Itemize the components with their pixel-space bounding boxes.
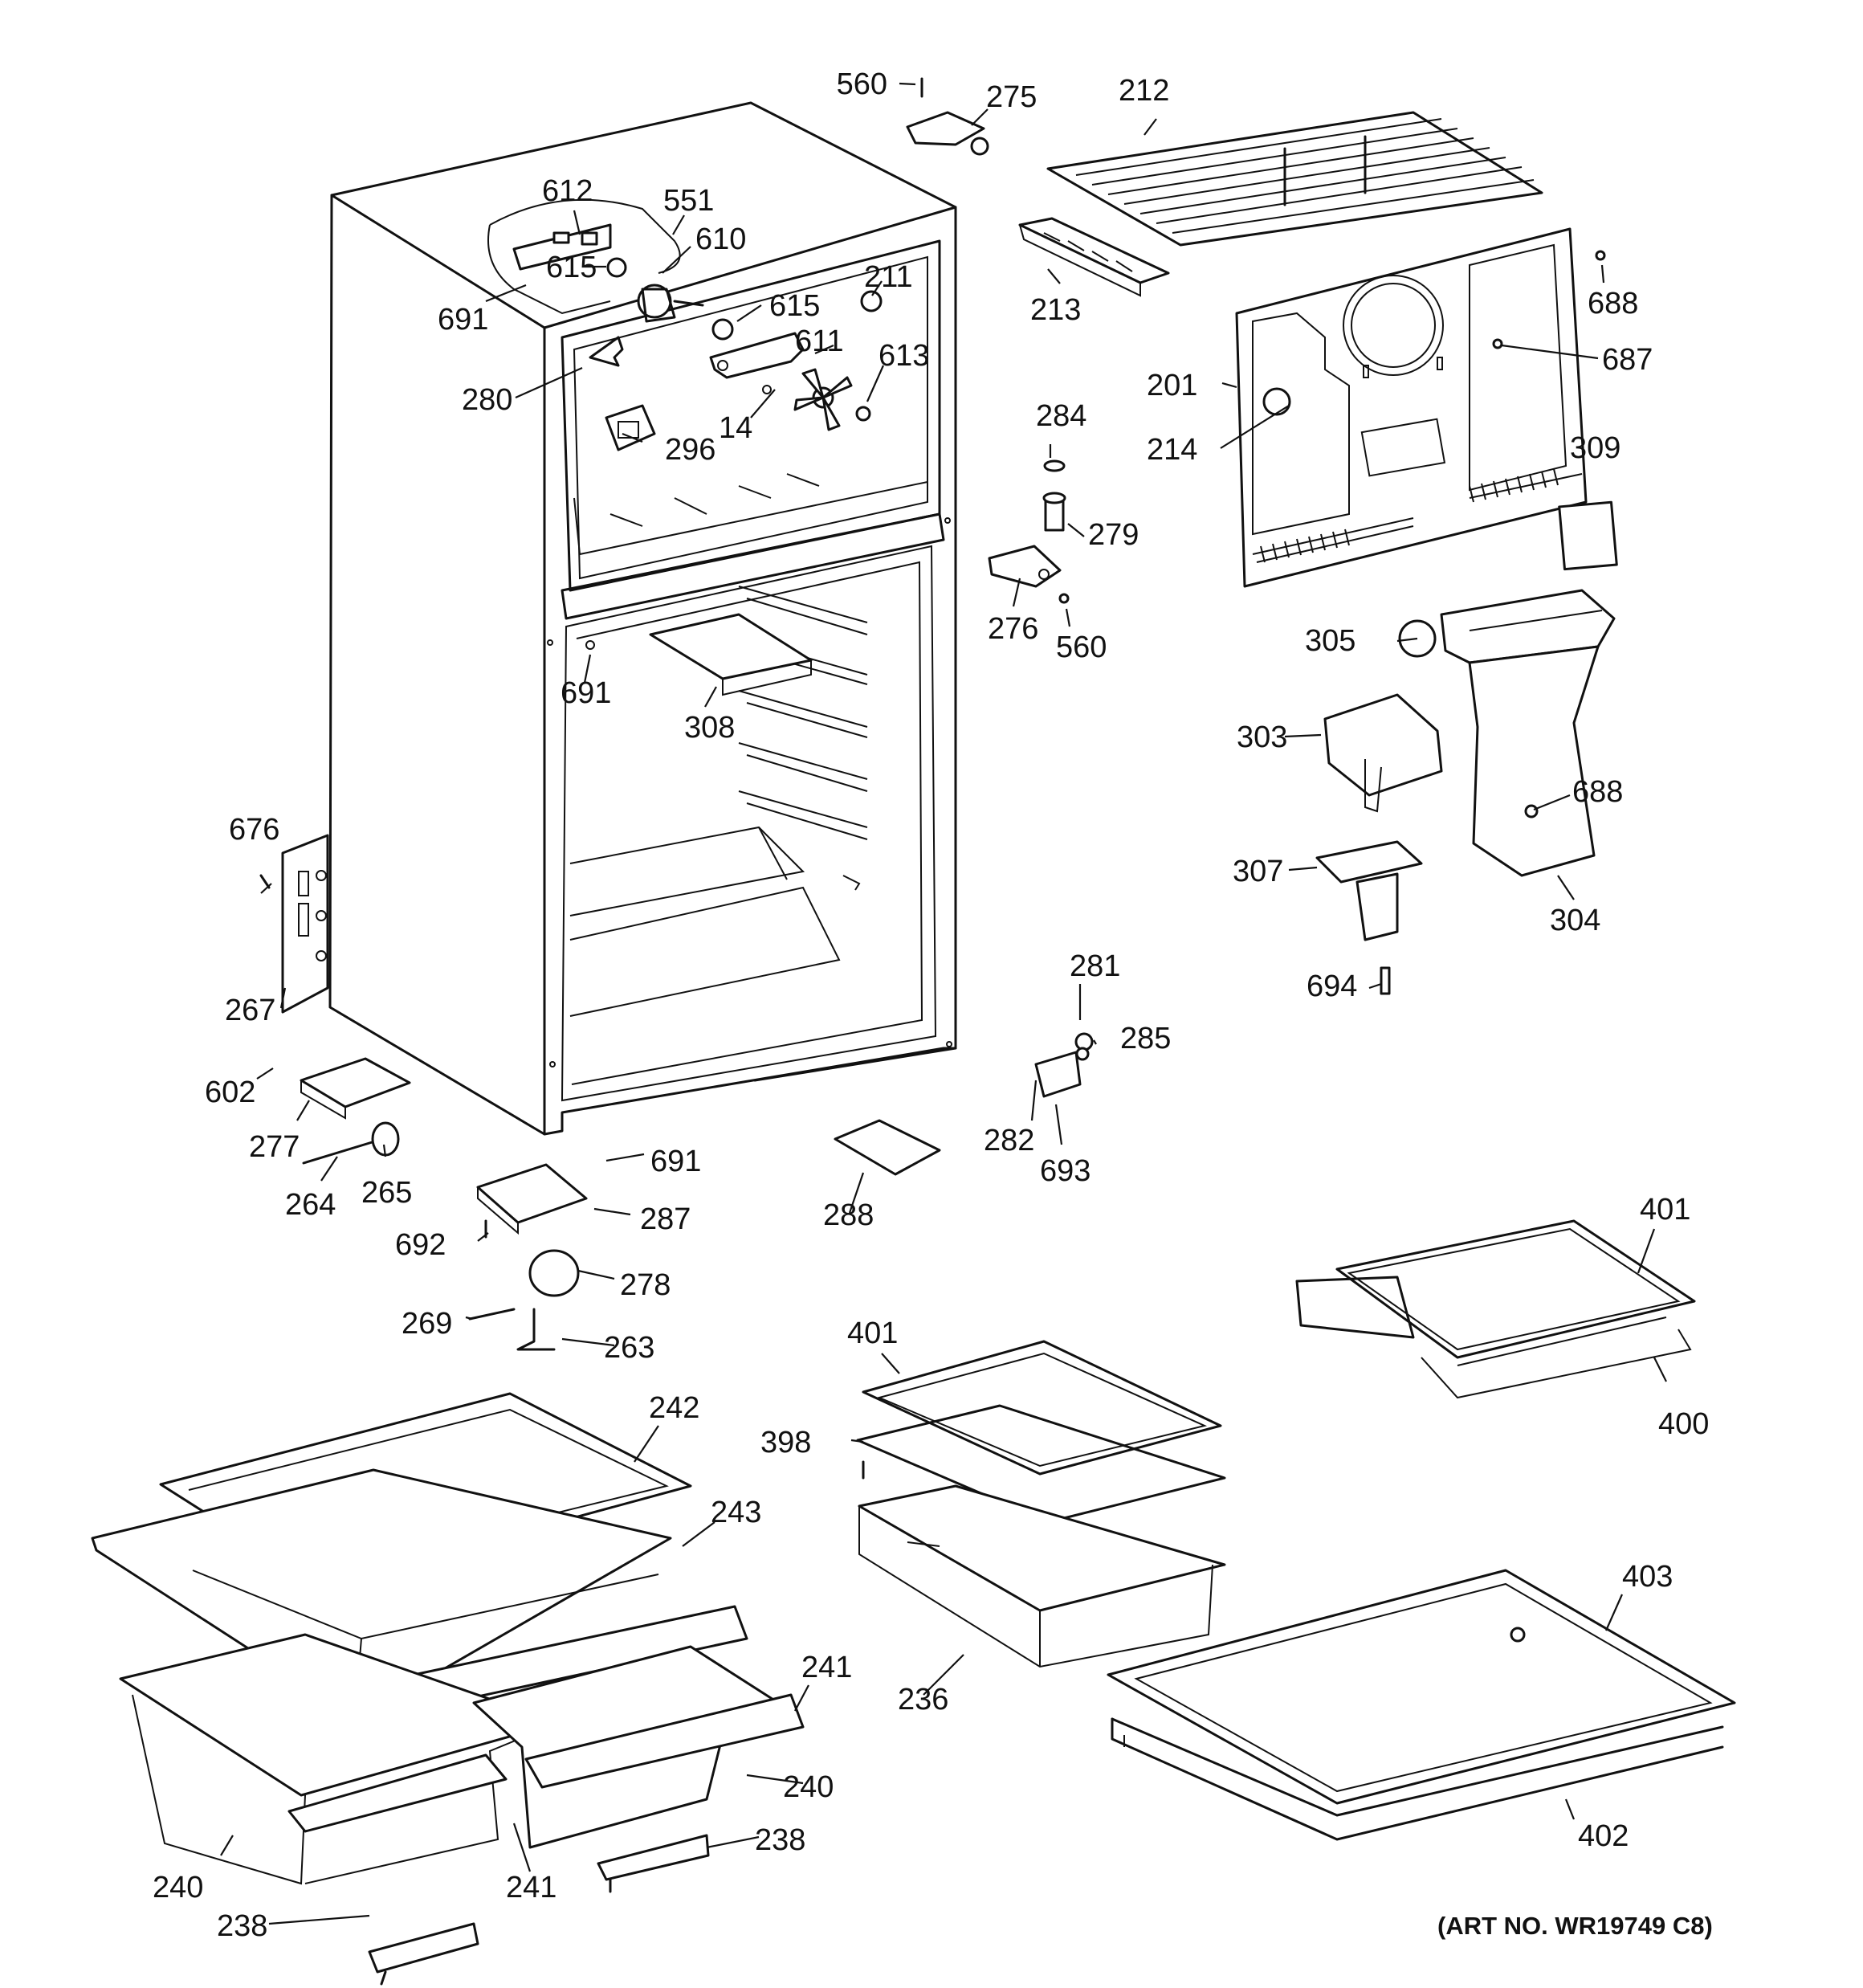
callout-602: 602 (205, 1076, 255, 1109)
callout-692: 692 (395, 1228, 446, 1262)
callout-241: 241 (801, 1651, 852, 1684)
callout-305: 305 (1305, 624, 1355, 658)
callout-269: 269 (402, 1307, 452, 1341)
hinge-bracket-267 (259, 834, 329, 1014)
callout-610: 610 (695, 222, 746, 256)
callout-213: 213 (1030, 293, 1081, 327)
callout-236: 236 (898, 1683, 948, 1717)
callout-400: 400 (1658, 1407, 1709, 1441)
callout-267: 267 (225, 994, 275, 1027)
callout-214: 214 (1147, 433, 1197, 467)
callout-691: 691 (438, 303, 488, 337)
callout-282: 282 (984, 1124, 1034, 1157)
callout-402: 402 (1578, 1819, 1629, 1853)
crisper-group (91, 1392, 805, 1986)
callout-212: 212 (1119, 74, 1169, 108)
callout-278: 278 (620, 1268, 671, 1302)
callout-687: 687 (1602, 343, 1653, 377)
callout-308: 308 (684, 711, 735, 745)
callout-688: 688 (1572, 775, 1623, 809)
bottom-hardware (300, 1032, 1094, 1351)
callout-560: 560 (837, 67, 887, 101)
callout-693: 693 (1040, 1154, 1090, 1188)
control-housing-group (487, 198, 883, 696)
callout-676: 676 (229, 813, 279, 847)
callout-612: 612 (542, 174, 593, 208)
callout-303: 303 (1237, 720, 1287, 754)
callout-288: 288 (823, 1198, 874, 1232)
glass-shelf-403 (1107, 1569, 1736, 1841)
glass-shelf-401-right (1295, 1219, 1696, 1399)
callout-275: 275 (986, 80, 1037, 114)
callout-691: 691 (650, 1145, 701, 1178)
callout-labels: 560 275 212 612 551 610 615 211 615 611 … (153, 67, 1713, 1943)
callout-304: 304 (1550, 904, 1600, 937)
fan-blade-icon (793, 368, 853, 431)
callout-241: 241 (506, 1871, 556, 1904)
callout-211: 211 (864, 260, 913, 294)
callout-615: 615 (546, 251, 597, 284)
glass-shelf-401-center (856, 1340, 1226, 1668)
callout-281: 281 (1070, 949, 1120, 983)
callout-296: 296 (665, 433, 715, 467)
cabinet-case (328, 101, 957, 1136)
callout-242: 242 (649, 1391, 699, 1425)
callout-611: 611 (795, 325, 844, 358)
callout-398: 398 (760, 1426, 811, 1459)
callout-14: 14 (719, 411, 752, 445)
callout-277: 277 (249, 1130, 300, 1164)
callout-694: 694 (1307, 970, 1357, 1003)
callout-264: 264 (285, 1188, 336, 1222)
callout-691: 691 (561, 676, 611, 710)
callout-280: 280 (462, 383, 512, 417)
callout-284: 284 (1036, 399, 1086, 433)
callout-238: 238 (217, 1909, 267, 1943)
callout-551: 551 (663, 184, 714, 218)
callout-401: 401 (1640, 1193, 1690, 1227)
hinge-pin-group (988, 459, 1070, 604)
callout-238: 238 (755, 1823, 805, 1857)
callout-240: 240 (783, 1770, 834, 1804)
air-duct-group (1315, 589, 1616, 995)
ice-tray-213 (1018, 217, 1170, 297)
top-hinge-275 (906, 77, 989, 156)
callout-263: 263 (604, 1331, 654, 1365)
callout-243: 243 (711, 1496, 761, 1529)
callout-240: 240 (153, 1871, 203, 1904)
callout-201: 201 (1147, 369, 1197, 402)
callout-265: 265 (361, 1176, 412, 1210)
callout-613: 613 (879, 339, 929, 373)
callout-285: 285 (1120, 1022, 1171, 1055)
evaporator-cover-201 (1235, 227, 1606, 588)
wire-shelf-212 (1046, 111, 1543, 247)
art-number: (ART NO. WR19749 C8) (1437, 1912, 1713, 1940)
callout-307: 307 (1233, 855, 1283, 888)
callout-276: 276 (988, 612, 1038, 646)
callout-688: 688 (1588, 287, 1638, 320)
callout-279: 279 (1088, 518, 1139, 552)
callout-615: 615 (769, 289, 820, 323)
label-309 (1558, 500, 1618, 571)
callout-401: 401 (847, 1316, 898, 1350)
callout-403: 403 (1622, 1560, 1673, 1594)
callout-309: 309 (1570, 431, 1620, 465)
callout-287: 287 (640, 1202, 691, 1236)
callout-560: 560 (1056, 631, 1107, 664)
